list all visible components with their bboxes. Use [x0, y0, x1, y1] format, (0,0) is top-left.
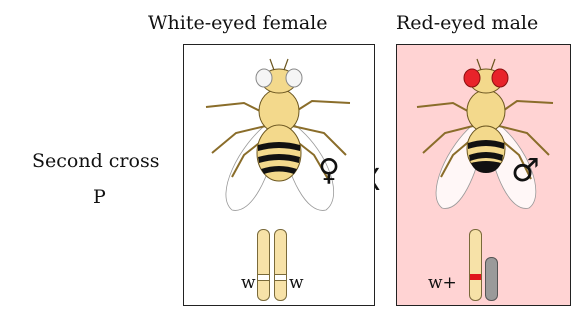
male-panel: ♂ w+ — [396, 44, 571, 306]
female-symbol: ♀ — [318, 153, 340, 188]
male-symbol: ♂ — [511, 151, 540, 189]
female-fly-illustration — [184, 45, 374, 215]
female-title: White-eyed female — [148, 12, 328, 34]
generation-label: P — [93, 186, 106, 208]
w-allele-marker-right — [275, 274, 286, 281]
male-fly-illustration — [397, 45, 570, 215]
male-allele-label: w+ — [428, 273, 457, 293]
w-allele-marker-left — [258, 274, 269, 281]
female-allele-label-left: w — [241, 273, 256, 293]
male-y-chromosome — [485, 257, 498, 301]
female-panel: ♀ w w — [183, 44, 375, 306]
male-x-chromosome — [469, 229, 482, 301]
female-allele-label-right: w — [289, 273, 304, 293]
cross-title: Second cross — [32, 150, 159, 172]
female-x-chromosome-left — [257, 229, 270, 301]
w-plus-allele-marker — [470, 274, 481, 280]
male-title: Red-eyed male — [396, 12, 538, 34]
female-x-chromosome-right — [274, 229, 287, 301]
